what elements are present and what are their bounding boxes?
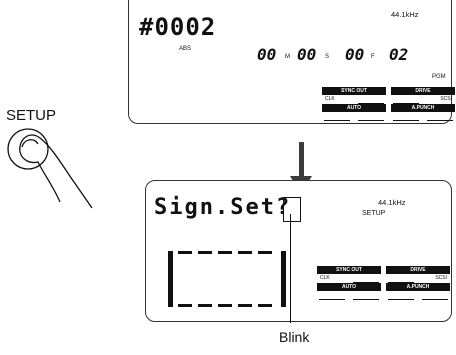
pgm-indicator: PGM — [432, 74, 446, 80]
counter-display: #0002 — [139, 13, 217, 41]
apunch-title-bottom: A.PUNCH — [386, 283, 450, 291]
auto-panel: AUTO — [322, 104, 386, 130]
dashed-placeholder — [168, 251, 286, 307]
apunch-panel: A.PUNCH — [391, 104, 455, 130]
sync-out-title-bottom: SYNC OUT — [317, 266, 381, 274]
drive-right-bottom: SCSI — [435, 275, 447, 281]
sync-out-title: SYNC OUT — [322, 87, 386, 95]
m-unit: M — [285, 54, 290, 60]
setup-button-label: SETUP — [6, 107, 57, 124]
blink-cursor — [283, 197, 301, 222]
setup-indicator: SETUP — [362, 210, 386, 217]
apunch-title: A.PUNCH — [391, 104, 455, 112]
blink-callout-line — [290, 214, 291, 323]
time-frames: 00 — [345, 45, 365, 64]
auto-title: AUTO — [322, 104, 386, 112]
abs-indicator: ABS — [179, 46, 192, 52]
time-minutes: 00 — [257, 45, 277, 64]
drive-panel-bottom: DRIVE SCSI — [386, 266, 450, 292]
sample-rate-bottom: 44.1kHz — [378, 198, 406, 207]
drive-title-bottom: DRIVE — [386, 266, 450, 274]
f-unit: F — [371, 54, 375, 60]
time-seconds: 00 — [297, 45, 317, 64]
drive-title: DRIVE — [391, 87, 455, 95]
sync-out-panel-bottom: SYNC OUT CLK — [317, 266, 381, 292]
lcd-display-top: #0002 ABS 44.1kHz 00 M 00 S 00 F 02 PGM … — [128, 0, 455, 124]
sync-out-left-bottom: CLK — [320, 275, 330, 281]
blink-label: Blink — [279, 329, 310, 345]
s-unit: S — [325, 54, 330, 60]
auto-title-bottom: AUTO — [317, 283, 381, 291]
sample-rate: 44.1kHz — [391, 10, 419, 19]
finger-press-icon — [7, 128, 93, 209]
down-arrow-icon — [299, 142, 304, 178]
auto-panel-bottom: AUTO — [317, 283, 381, 309]
apunch-panel-bottom: A.PUNCH — [386, 283, 450, 309]
sync-out-left: CLK — [325, 96, 335, 102]
time-subframes: 02 — [389, 45, 409, 64]
sync-out-panel: SYNC OUT CLK — [322, 87, 386, 113]
drive-panel: DRIVE SCSI — [391, 87, 455, 113]
drive-right: SCSI — [440, 96, 452, 102]
lcd-display-bottom: Sign.Set? 44.1kHz SETUP SYNC OUT CLK DRI… — [145, 180, 452, 322]
setup-button[interactable] — [0, 124, 110, 224]
sign-set-title: Sign.Set? — [154, 195, 292, 220]
